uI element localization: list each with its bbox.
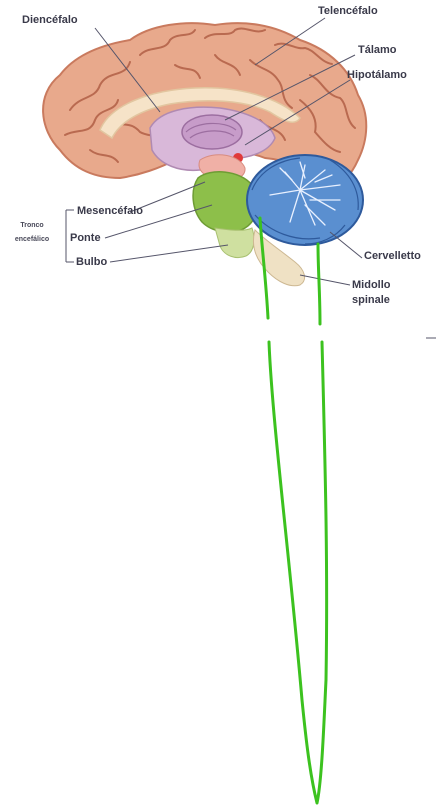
label-ponte: Ponte xyxy=(70,232,101,244)
spinal-cord-outline xyxy=(260,218,327,803)
cerebellum-body xyxy=(247,155,363,245)
label-tronco-line2: encefálico xyxy=(10,236,54,244)
label-telencefalo: Telencéfalo xyxy=(318,5,378,17)
label-diencefalo: Diencéfalo xyxy=(22,14,78,26)
thalamus xyxy=(182,115,242,149)
label-midollo-line1: Midollo xyxy=(352,279,391,291)
label-bulbo: Bulbo xyxy=(76,256,107,268)
label-talamo: Tálamo xyxy=(358,44,397,56)
label-tronco-encefalico: Tronco encefálico xyxy=(10,222,54,244)
label-midollo-spinale: Midollo spinale xyxy=(352,279,391,306)
label-cervelletto: Cervelletto xyxy=(364,250,421,262)
label-midollo-line2: spinale xyxy=(352,294,391,306)
brainstem xyxy=(193,172,258,258)
cerebellum xyxy=(247,155,363,245)
label-tronco-line1: Tronco xyxy=(10,222,54,230)
label-mesencefalo: Mesencéfalo xyxy=(77,205,143,217)
label-hipotalamo: Hipotálamo xyxy=(347,69,407,81)
medulla xyxy=(215,228,254,258)
